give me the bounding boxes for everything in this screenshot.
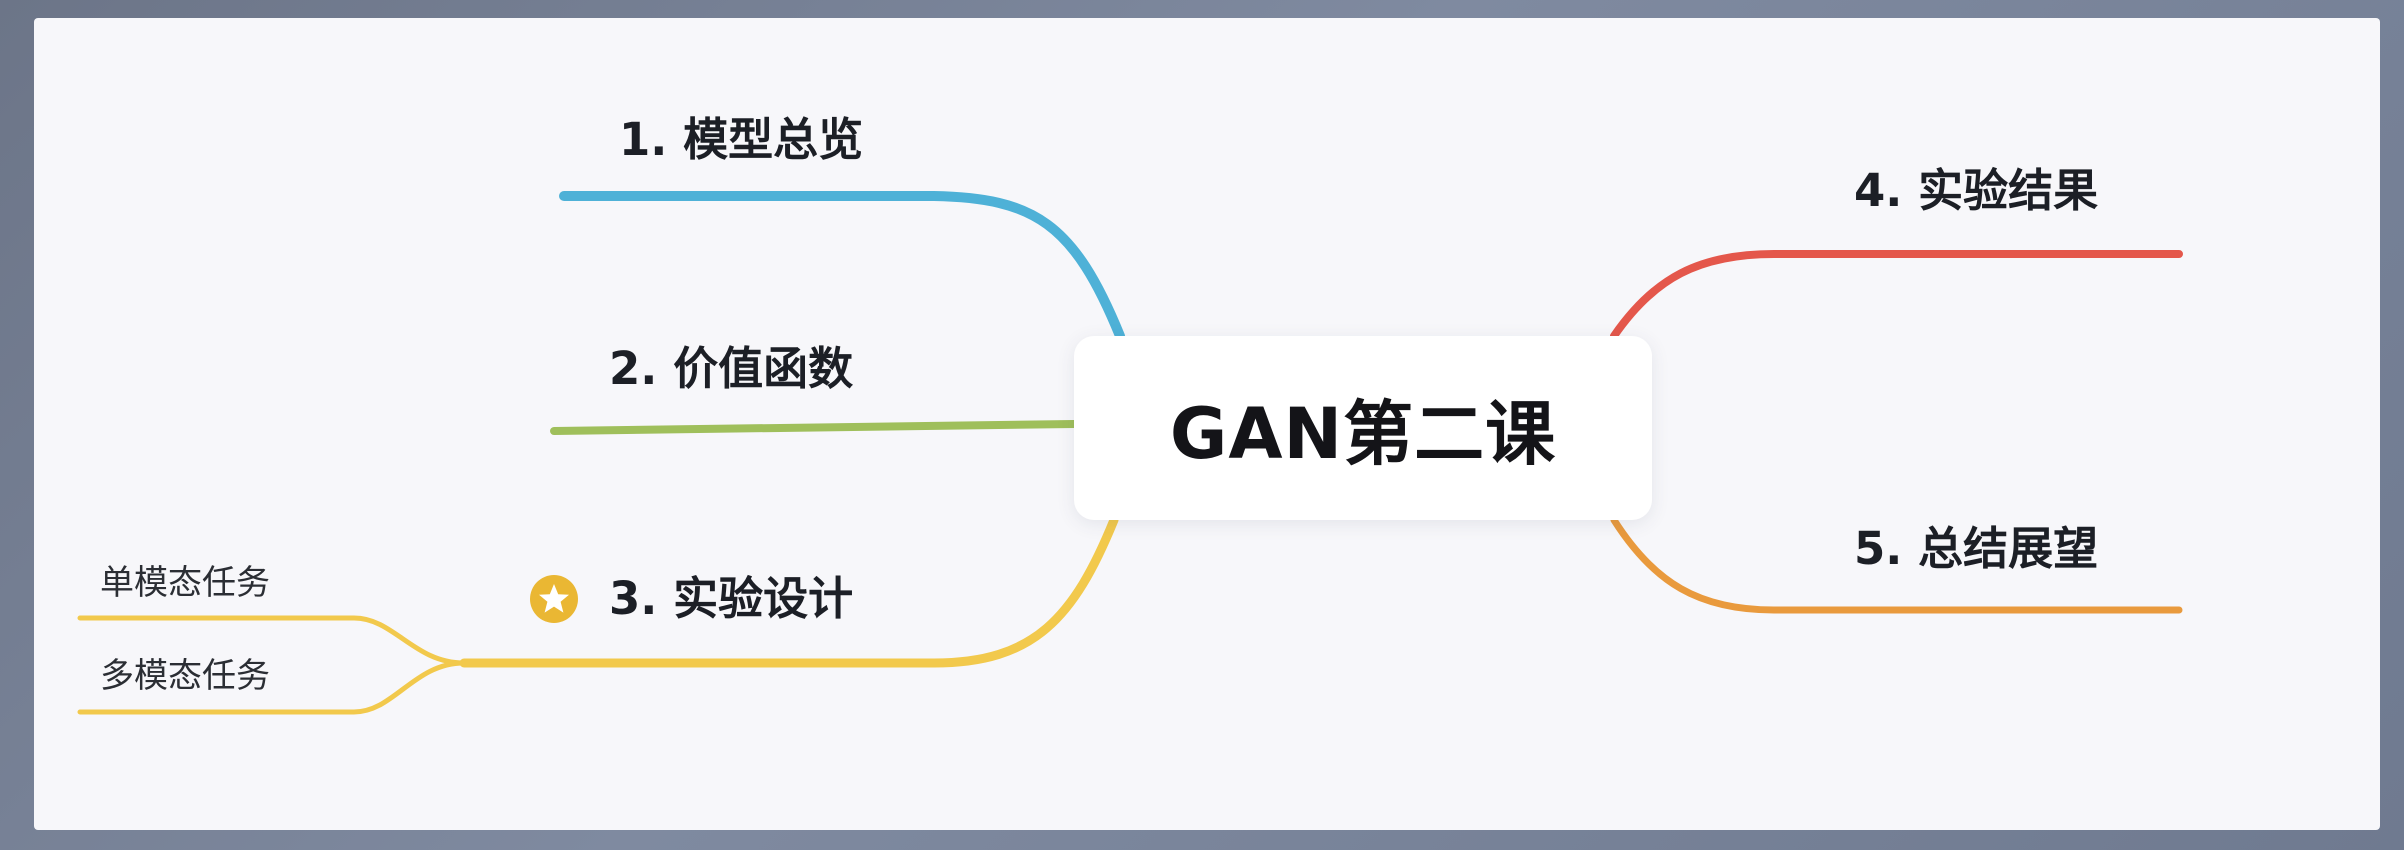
branch-5-label[interactable]: 5. 总结展望 [1854,522,2099,575]
sub-branch-2-connector [77,660,467,715]
center-node[interactable]: GAN第二课 [1074,336,1652,520]
branch-3-connector [459,515,1119,668]
branch-4-label[interactable]: 4. 实验结果 [1854,164,2099,217]
branch-4-connector [1610,250,2183,340]
sub-branch-1-label[interactable]: 单模态任务 [100,563,270,603]
mindmap-connectors [77,191,2183,715]
branch-2-connector [550,420,1078,435]
branch-1-connector [559,191,1125,341]
branch-3-label[interactable]: 3. 实验设计 [609,572,854,625]
star-icon [530,575,578,623]
mindmap-canvas: GAN第二课 1. 模型总览 2. 价值函数 3. 实验设计 单模态任务 多模态… [34,18,2380,830]
branch-2-label[interactable]: 2. 价值函数 [609,342,854,395]
branch-5-connector [1610,516,2183,614]
branch-1-label[interactable]: 1. 模型总览 [619,113,864,166]
sub-branch-2-label[interactable]: 多模态任务 [100,656,270,696]
sub-branch-1-connector [77,615,467,666]
center-title: GAN第二课 [1169,392,1557,475]
